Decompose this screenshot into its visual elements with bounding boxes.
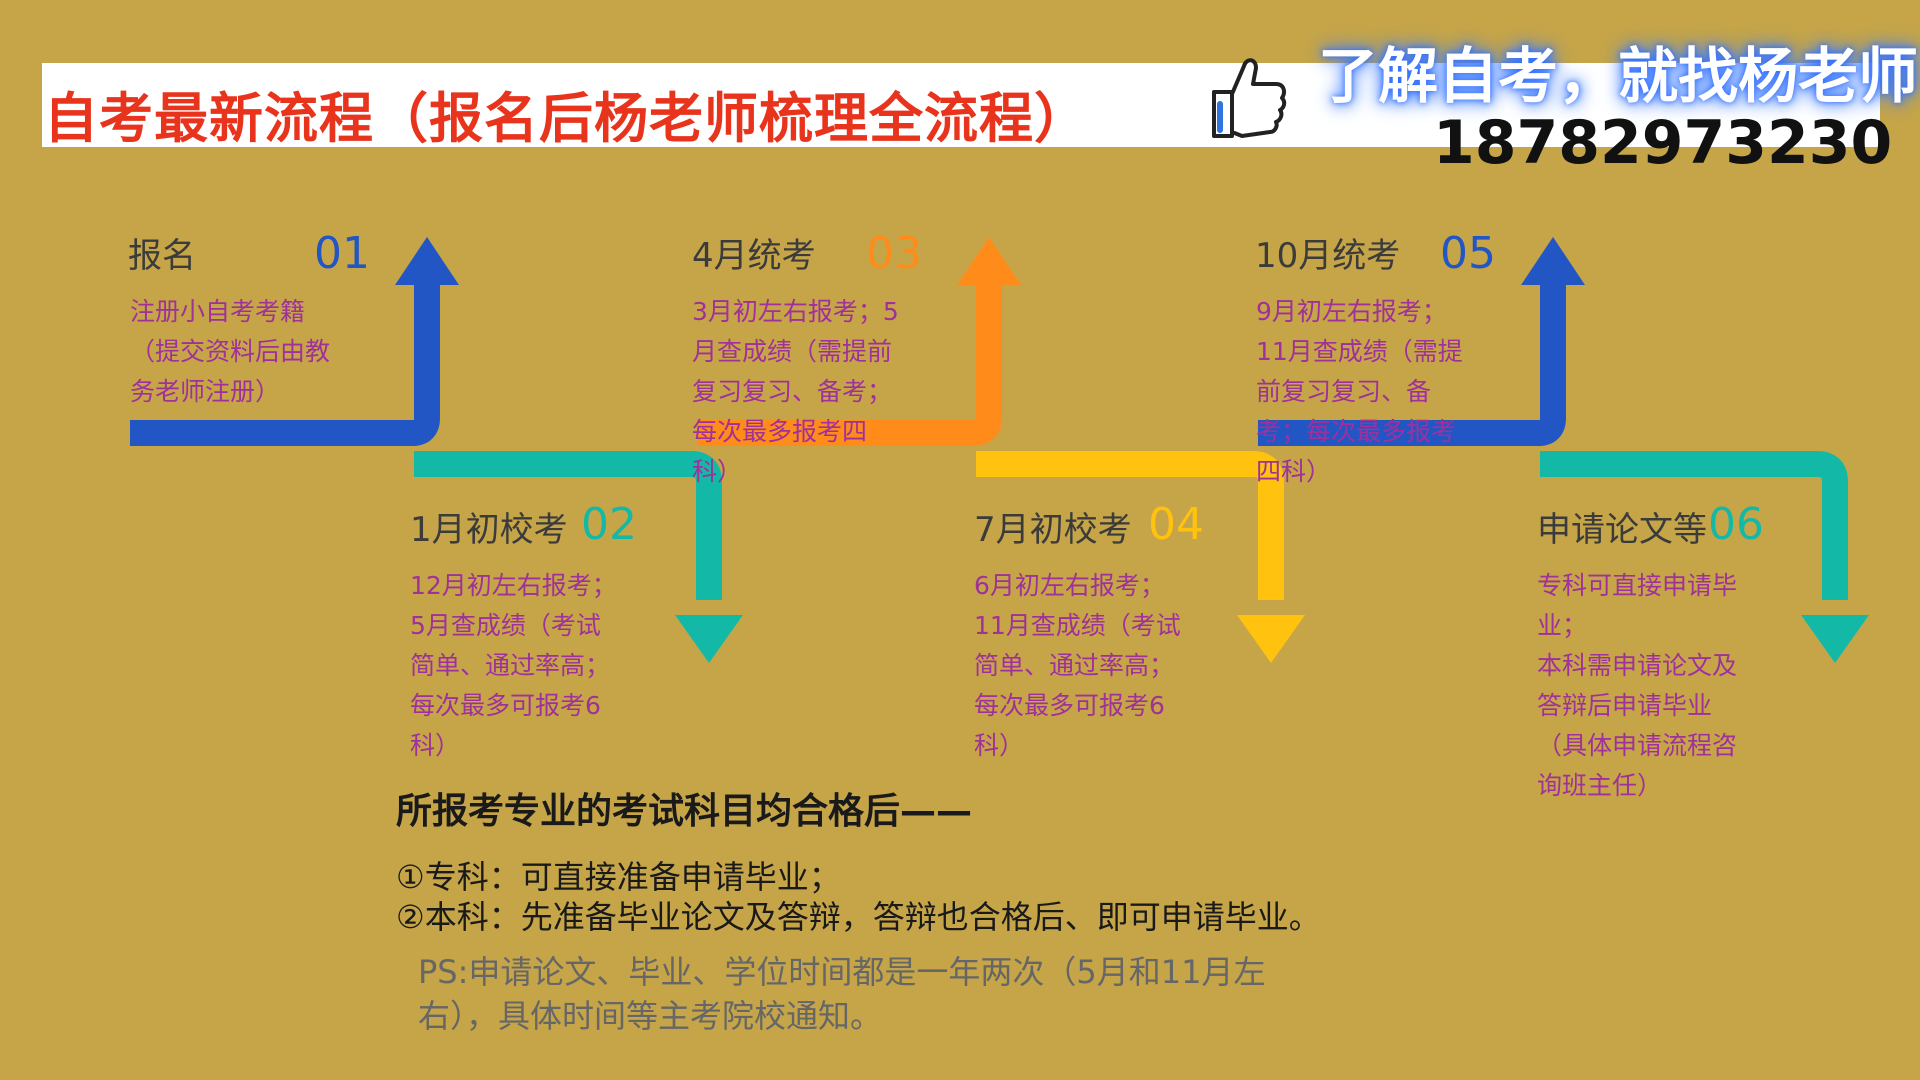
phone-number: 18782973230: [1433, 108, 1893, 178]
flow-arrow-06: [1540, 451, 1848, 600]
step-number-01: 01: [314, 228, 370, 279]
step-title-01: 报名: [128, 236, 196, 276]
step-desc-02: 12月初左右报考； 5月查成绩（考试 简单、通过率高； 每次最多可报考6 科）: [410, 571, 617, 760]
step-title-05: 10月统考: [1255, 236, 1401, 276]
page-title: 自考最新流程（报名后杨老师梳理全流程）: [44, 87, 1089, 150]
arrowhead-05: [1521, 237, 1585, 285]
step-desc-04: 6月初左右报考； 11月查成绩（考试 简单、通过率高； 每次最多可报考6 科）: [974, 571, 1181, 760]
step-title-06: 申请论文等: [1537, 510, 1707, 550]
step-number-02: 02: [581, 499, 637, 550]
completion-heading: 所报考专业的考试科目均合格后——: [396, 791, 973, 832]
note-line-associate: ①专科：可直接准备申请毕业；: [396, 858, 841, 896]
slogan-text: 了解自考，就找杨老师: [1318, 42, 1918, 112]
step-number-04: 04: [1148, 499, 1204, 550]
step-title-02: 1月初校考: [410, 510, 568, 550]
ps-note: PS:申请论文、毕业、学位时间都是一年两次（5月和11月左 右），具体时间等主考…: [418, 953, 1266, 1035]
flow-arrow-05: [1258, 278, 1566, 446]
step-number-03: 03: [866, 228, 922, 279]
step-title-04: 7月初校考: [974, 510, 1132, 550]
arrowhead-02: [675, 615, 743, 663]
step-number-06: 06: [1708, 499, 1764, 550]
arrowhead-03: [957, 237, 1021, 285]
arrowhead-04: [1237, 615, 1305, 663]
step-desc-05: 9月初左右报考； 11月查成绩（需提 前复习复习、备 考；每次最多报考 四科）: [1256, 297, 1463, 486]
step-desc-06: 专科可直接申请毕 业； 本科需申请论文及 答辩后申请毕业 （具体申请流程咨 询班…: [1537, 571, 1738, 800]
flow-arrow-02: [414, 451, 722, 600]
flow-arrow-04: [976, 451, 1284, 600]
step-number-05: 05: [1440, 228, 1496, 279]
step-title-03: 4月统考: [692, 236, 816, 276]
title-banner: [42, 63, 1880, 147]
step-desc-01: 注册小自考考籍 （提交资料后由教 务老师注册）: [130, 297, 331, 406]
arrowhead-06: [1801, 615, 1869, 663]
flow-arrow-03: [698, 278, 1002, 446]
note-line-bachelor: ②本科：先准备毕业论文及答辩，答辩也合格后、即可申请毕业。: [396, 898, 1321, 936]
arrowhead-01: [395, 237, 459, 285]
step-desc-03: 3月初左右报考；5 月查成绩（需提前 复习复习、备考； 每次最多报考四 科）: [692, 297, 899, 486]
thumbs-up-icon: [1212, 58, 1287, 138]
flow-arrow-01: [130, 278, 440, 446]
